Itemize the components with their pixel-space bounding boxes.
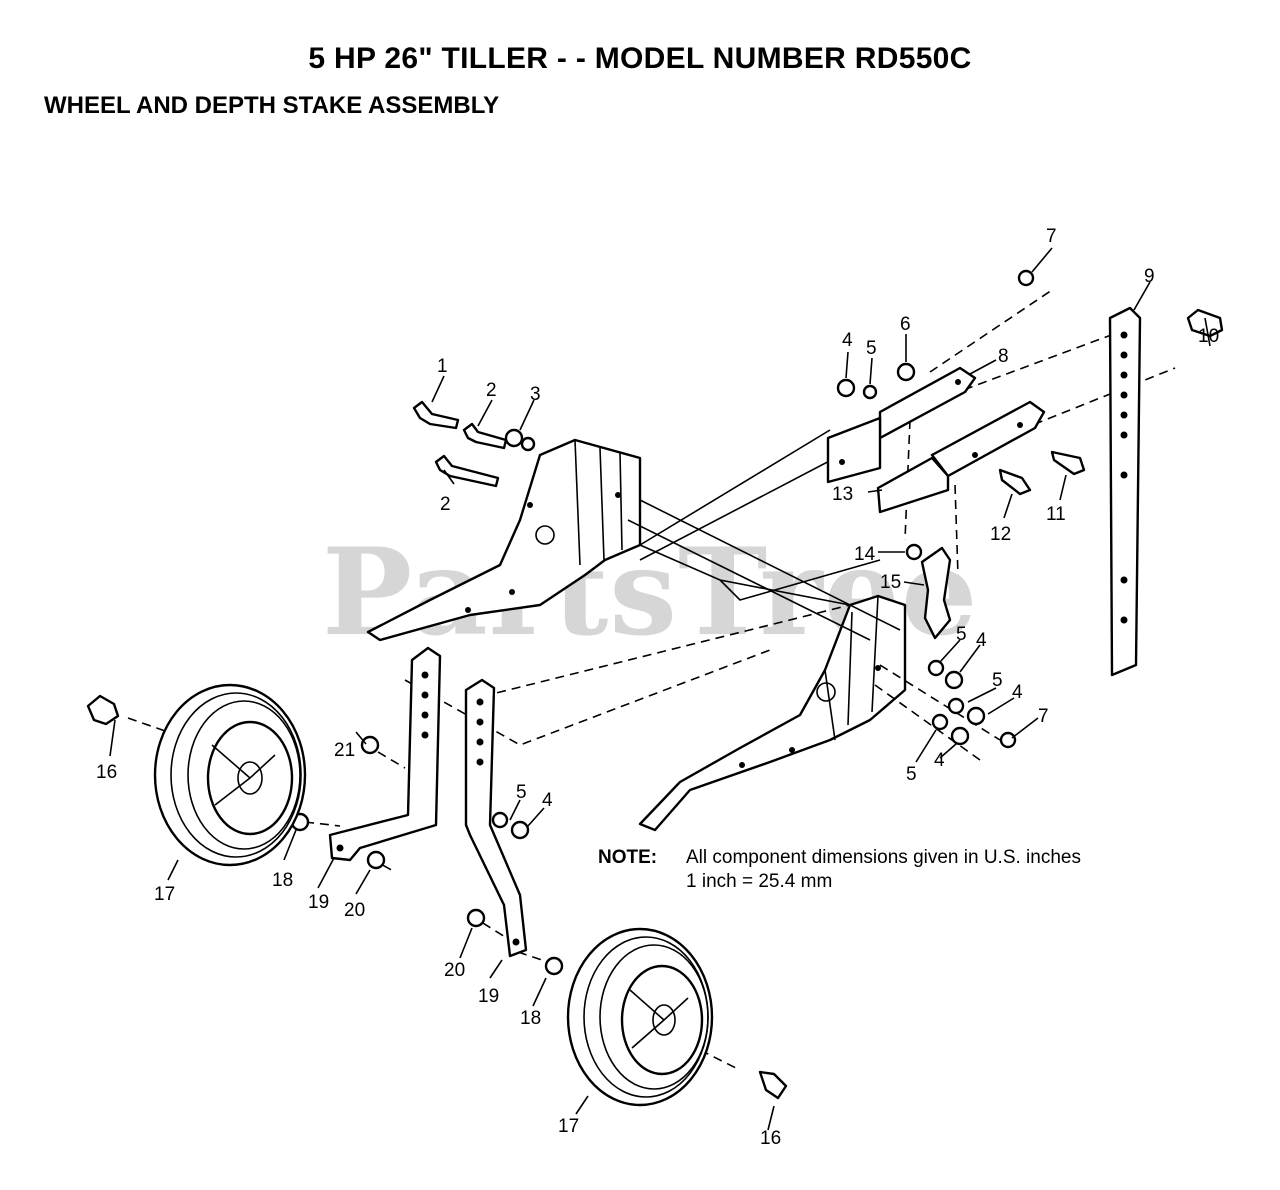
callout-label: 8	[998, 346, 1009, 367]
callout-label: 7	[1038, 706, 1049, 727]
callout-label: 4	[976, 630, 987, 651]
callout-label: 4	[1012, 682, 1023, 703]
callout-label: 11	[1046, 504, 1066, 525]
right-frame-bracket	[638, 594, 907, 832]
callout-label: 5	[992, 670, 1003, 691]
wheel-brackets	[328, 646, 528, 958]
callout-label: 1	[437, 356, 448, 377]
callout-label: 15	[880, 572, 901, 593]
callout-label: 4	[842, 330, 853, 351]
callout-labels: 1 2 2 3 4 5 6 7 8 9 10 11 12 13 14 15 5 …	[96, 226, 1219, 1149]
callout-label: 4	[542, 790, 553, 811]
callout-label: 3	[530, 384, 541, 405]
callout-label: 17	[558, 1116, 579, 1137]
note-label: NOTE:	[598, 847, 658, 868]
callout-label: 19	[478, 986, 499, 1007]
callout-label: 2	[440, 494, 451, 515]
assembly-subtitle: WHEEL AND DEPTH STAKE ASSEMBLY	[44, 92, 500, 119]
callout-label: 5	[866, 338, 877, 359]
alignment-lines	[127, 289, 1176, 1071]
hardware	[86, 269, 1224, 1100]
callout-label: 13	[832, 484, 853, 505]
page-title: 5 HP 26" TILLER - - MODEL NUMBER RD550C	[308, 42, 972, 75]
callout-label: 5	[956, 624, 967, 645]
callout-label: 16	[96, 762, 117, 783]
callout-label: 18	[520, 1008, 541, 1029]
stake-latch	[905, 543, 952, 640]
note-line-2: 1 inch = 25.4 mm	[686, 871, 833, 892]
note-line-1: All component dimensions given in U.S. i…	[686, 847, 1081, 868]
callout-label: 12	[990, 524, 1011, 545]
callout-label: 19	[308, 892, 329, 913]
callout-label: 20	[444, 960, 465, 981]
callout-label: 21	[334, 740, 355, 761]
callout-label: 20	[344, 900, 365, 921]
stake-brackets	[826, 366, 1046, 514]
callout-label: 2	[486, 380, 497, 401]
callout-label: 7	[1046, 226, 1057, 247]
callout-label: 17	[154, 884, 175, 905]
callout-label: 5	[516, 782, 527, 803]
wheel-left	[153, 683, 307, 867]
callout-label: 18	[272, 870, 293, 891]
depth-stake	[1108, 306, 1142, 677]
callout-label: 9	[1144, 266, 1155, 287]
leader-lines	[109, 247, 1211, 1131]
callout-label: 16	[760, 1128, 781, 1149]
dimensions-note: NOTE: All component dimensions given in U…	[598, 846, 1081, 894]
callout-label: 14	[854, 544, 876, 565]
left-frame-bracket	[366, 438, 642, 642]
callout-label: 6	[900, 314, 911, 335]
callout-label: 5	[906, 764, 917, 785]
wheel-right	[566, 927, 714, 1107]
callout-label: 4	[934, 750, 945, 771]
callout-label: 10	[1198, 326, 1219, 347]
